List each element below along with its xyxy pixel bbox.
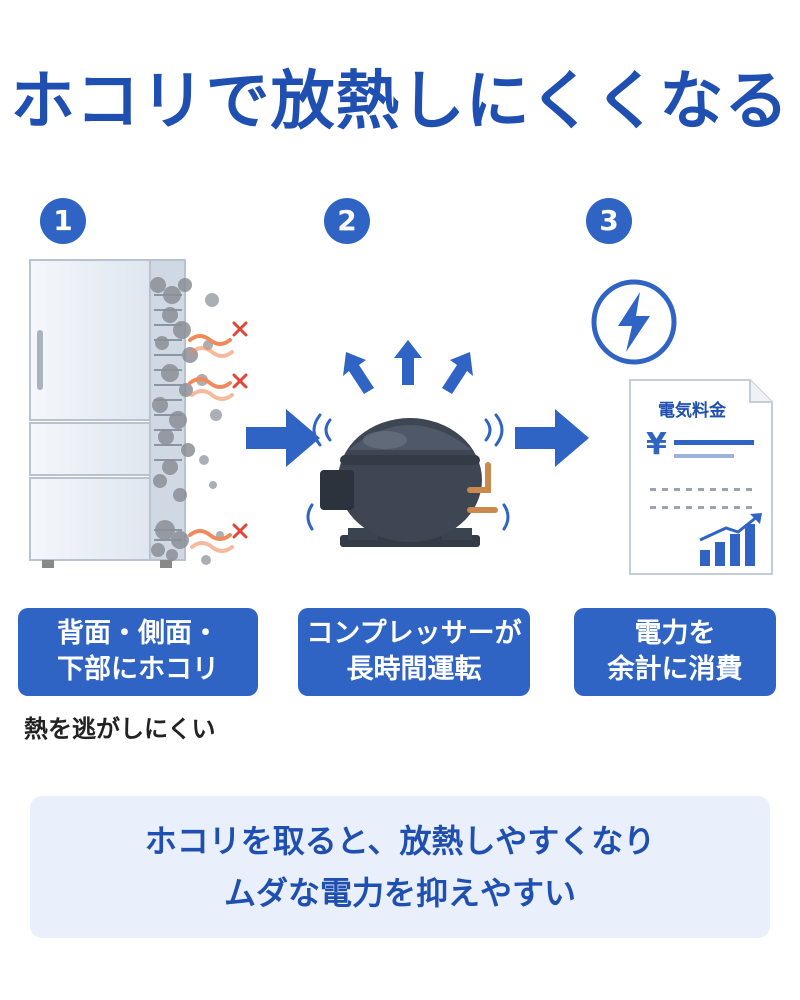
yen-symbol: ¥ — [646, 427, 667, 462]
step-3-label: 電力を 余計に消費 — [574, 608, 776, 696]
step-1-number: 1 — [40, 198, 86, 244]
step-2-label: コンプレッサーが 長時間運転 — [298, 608, 530, 696]
step-2-label-line-1: コンプレッサーが — [306, 618, 522, 649]
step-3-number: 3 — [586, 198, 632, 244]
step-1-label: 背面・側面・ 下部にホコリ — [18, 608, 258, 696]
compressor-icon — [306, 340, 510, 547]
lightning-icon — [591, 279, 677, 365]
step-2-number: 2 — [324, 198, 370, 244]
heat-note: 熱を逃がしにくい — [24, 715, 216, 743]
bill-icon: 電気料金 ¥ — [628, 378, 774, 576]
step-3-label-line-2: 余計に消費 — [607, 654, 743, 685]
arrow-right-icon — [515, 409, 589, 467]
summary-panel: ホコリを取ると、放熱しやすくなり ムダな電力を抑えやすい — [30, 796, 770, 938]
page-title: ホコリで放熱しにくくなる — [10, 65, 790, 139]
cross-icon — [232, 321, 248, 539]
summary-line-1: ホコリを取ると、放熱しやすくなり — [144, 822, 656, 860]
arrow-right-icon — [246, 409, 320, 467]
step-1-label-line-2: 下部にホコリ — [57, 654, 219, 685]
dust-icon — [150, 277, 224, 565]
step-2-label-line-2: 長時間運転 — [346, 654, 482, 685]
step-3-label-line-1: 電力を — [634, 618, 716, 649]
step-1-label-line-1: 背面・側面・ — [57, 618, 219, 649]
summary-line-2: ムダな電力を抑えやすい — [223, 874, 576, 912]
rising-chart-icon — [699, 513, 762, 566]
bill-title: 電気料金 — [658, 401, 726, 421]
heat-wave-icon — [188, 334, 234, 553]
